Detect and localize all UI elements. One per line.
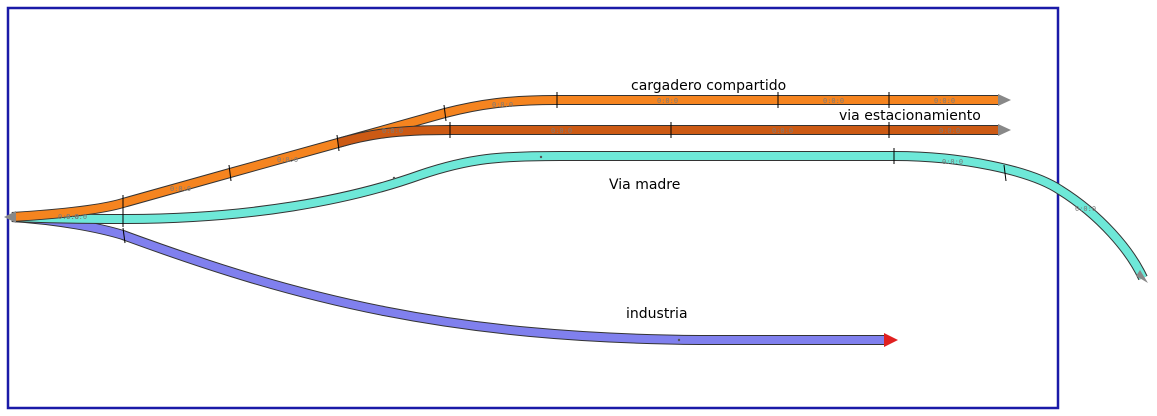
label-via-estacionamiento: via estacionamiento	[839, 108, 981, 124]
segment-code: 0:0:0	[772, 127, 793, 135]
tie-mark	[1003, 164, 1007, 182]
tie-mark	[122, 227, 126, 244]
segment-code: 0:0:0	[551, 127, 572, 135]
tie-mark	[228, 164, 232, 182]
segment-code: 0:0:0	[823, 97, 844, 105]
track-estacionamiento-body	[336, 126, 1000, 147]
end-arrow-gray-icon[interactable]	[998, 124, 1011, 136]
segment-code: 0:0:0	[277, 156, 298, 164]
segment-code: 0:0:0	[934, 97, 955, 105]
label-cargadero-compartido: cargadero compartido	[631, 78, 786, 94]
segment-code: 0:0:0	[382, 127, 403, 135]
track-estacionamiento[interactable]	[336, 124, 1011, 148]
segment-code: 0:0:0	[492, 101, 513, 109]
end-arrow-gray-icon[interactable]	[998, 94, 1011, 106]
start-arrow-gray-icon[interactable]	[4, 211, 16, 223]
segment-code: 0:0:0	[58, 213, 79, 221]
segment-code: 0:0:0	[657, 97, 678, 105]
end-arrow-red-icon[interactable]	[884, 333, 898, 347]
track-industria[interactable]	[11, 212, 898, 347]
label-industria: industria	[626, 306, 688, 322]
track-via-madre-marker	[392, 176, 396, 180]
segment-codes: 0:0:0 0:0:0 0:0:0 0:0:0 0:0:0 0:0:0 0:0:…	[58, 97, 1096, 221]
section-separators	[122, 92, 1007, 244]
end-arrow-gray-icon[interactable]	[1136, 270, 1148, 283]
segment-code: 0:0:0	[942, 158, 963, 166]
label-via-madre: Via madre	[609, 177, 680, 193]
segment-code: 0:0:0	[170, 185, 191, 193]
track-via-madre-marker	[539, 155, 543, 159]
track-via-madre[interactable]	[11, 151, 1148, 283]
track-industria-marker	[677, 338, 681, 342]
tie-mark	[443, 104, 447, 122]
segment-code: 0:0:0	[939, 127, 960, 135]
track-industria-body	[11, 213, 886, 344]
tie-mark	[336, 134, 340, 152]
segment-code: 0:0:0	[1075, 205, 1096, 213]
layout-frame	[6, 6, 1060, 410]
segment-code: 0:0:0	[66, 213, 87, 221]
